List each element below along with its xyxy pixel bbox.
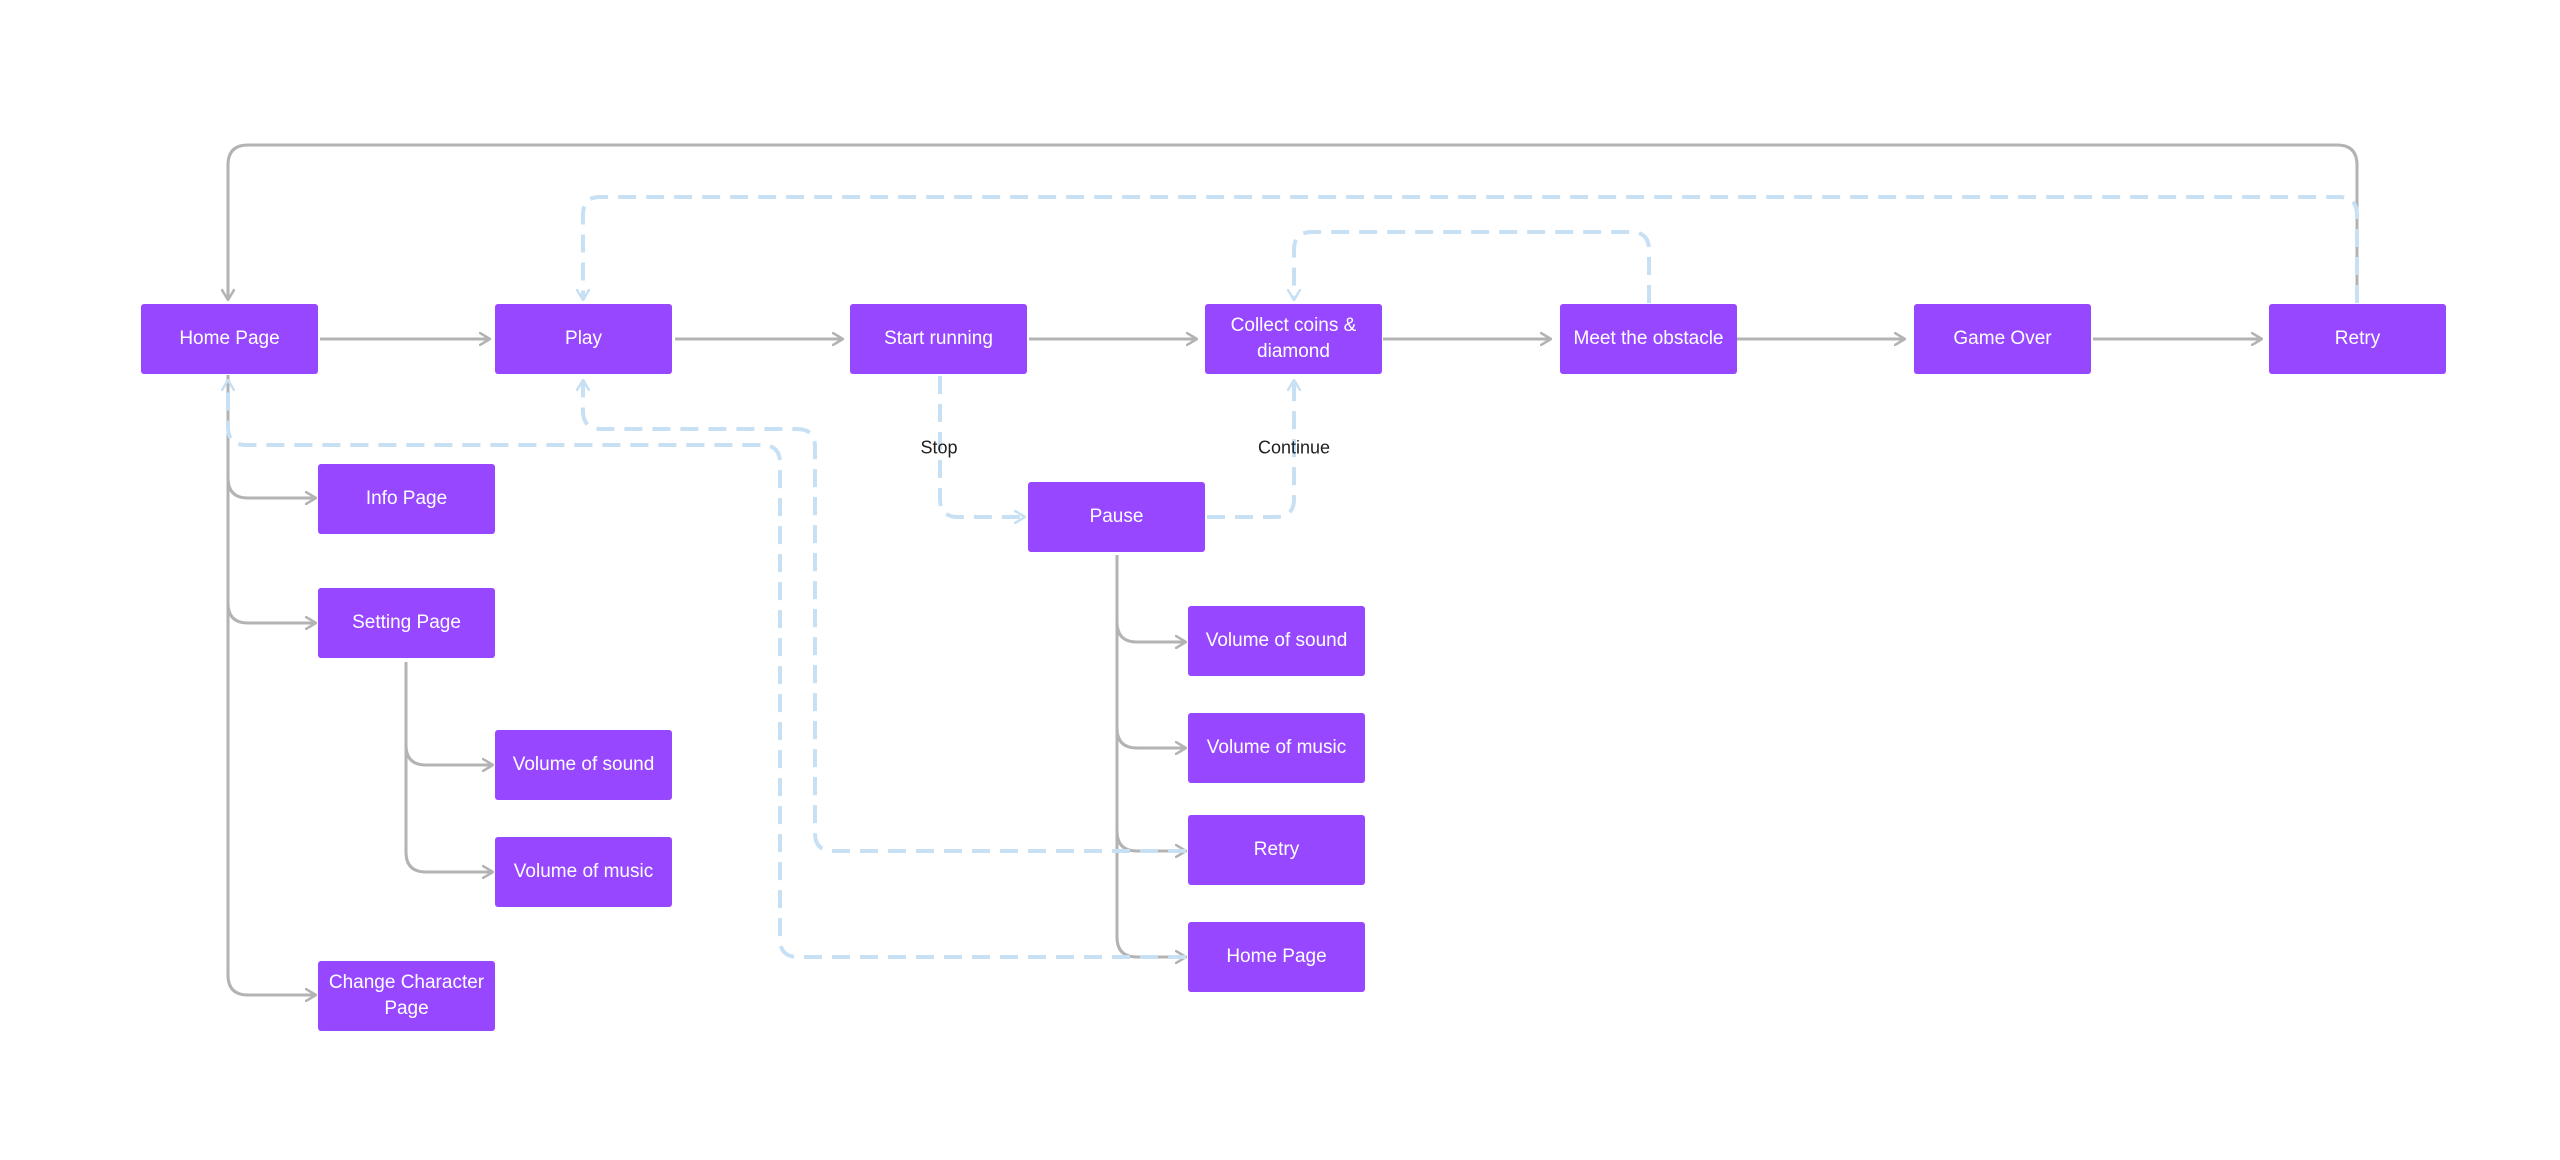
- connector-pause-to-home: [1115, 831, 1186, 957]
- node-collect-coins[interactable]: Collect coins & diamond: [1205, 304, 1382, 374]
- connector-pause-retry-to-play: [583, 380, 1186, 853]
- node-meet-obstacle[interactable]: Meet the obstacle: [1560, 304, 1737, 374]
- connector-retry-to-home: [228, 143, 2359, 303]
- node-setting-volume-sound[interactable]: Volume of sound: [495, 730, 672, 800]
- connector-home-to-change-character: [226, 603, 316, 995]
- node-home-page[interactable]: Home Page: [141, 304, 318, 374]
- node-start-running[interactable]: Start running: [850, 304, 1027, 374]
- node-pause-retry[interactable]: Retry: [1188, 815, 1365, 885]
- connector-home-to-setting: [226, 478, 316, 623]
- connector-setting-to-music: [404, 745, 493, 872]
- node-pause-volume-music[interactable]: Volume of music: [1188, 713, 1365, 783]
- connector-home-to-info: [226, 375, 316, 498]
- node-change-character-page[interactable]: Change Character Page: [318, 961, 495, 1031]
- connector-start-to-pause: [938, 376, 1025, 517]
- node-retry[interactable]: Retry: [2269, 304, 2446, 374]
- node-pause[interactable]: Pause: [1028, 482, 1205, 552]
- edge-label-continue: Continue: [1257, 437, 1331, 458]
- connector-pause-home-to-home: [228, 380, 1186, 959]
- node-pause-volume-sound[interactable]: Volume of sound: [1188, 606, 1365, 676]
- connector-pause-to-sound: [1115, 555, 1186, 642]
- connector-pause-to-collect: [1207, 380, 1294, 519]
- node-setting-page[interactable]: Setting Page: [318, 588, 495, 658]
- node-game-over[interactable]: Game Over: [1914, 304, 2091, 374]
- node-play[interactable]: Play: [495, 304, 672, 374]
- connector-obstacle-to-collect: [1294, 230, 1651, 303]
- edge-label-stop: Stop: [920, 437, 958, 458]
- node-pause-home-page[interactable]: Home Page: [1188, 922, 1365, 992]
- node-info-page[interactable]: Info Page: [318, 464, 495, 534]
- connector-retry-to-play: [583, 195, 2359, 303]
- node-setting-volume-music[interactable]: Volume of music: [495, 837, 672, 907]
- connector-setting-to-sound: [404, 662, 493, 765]
